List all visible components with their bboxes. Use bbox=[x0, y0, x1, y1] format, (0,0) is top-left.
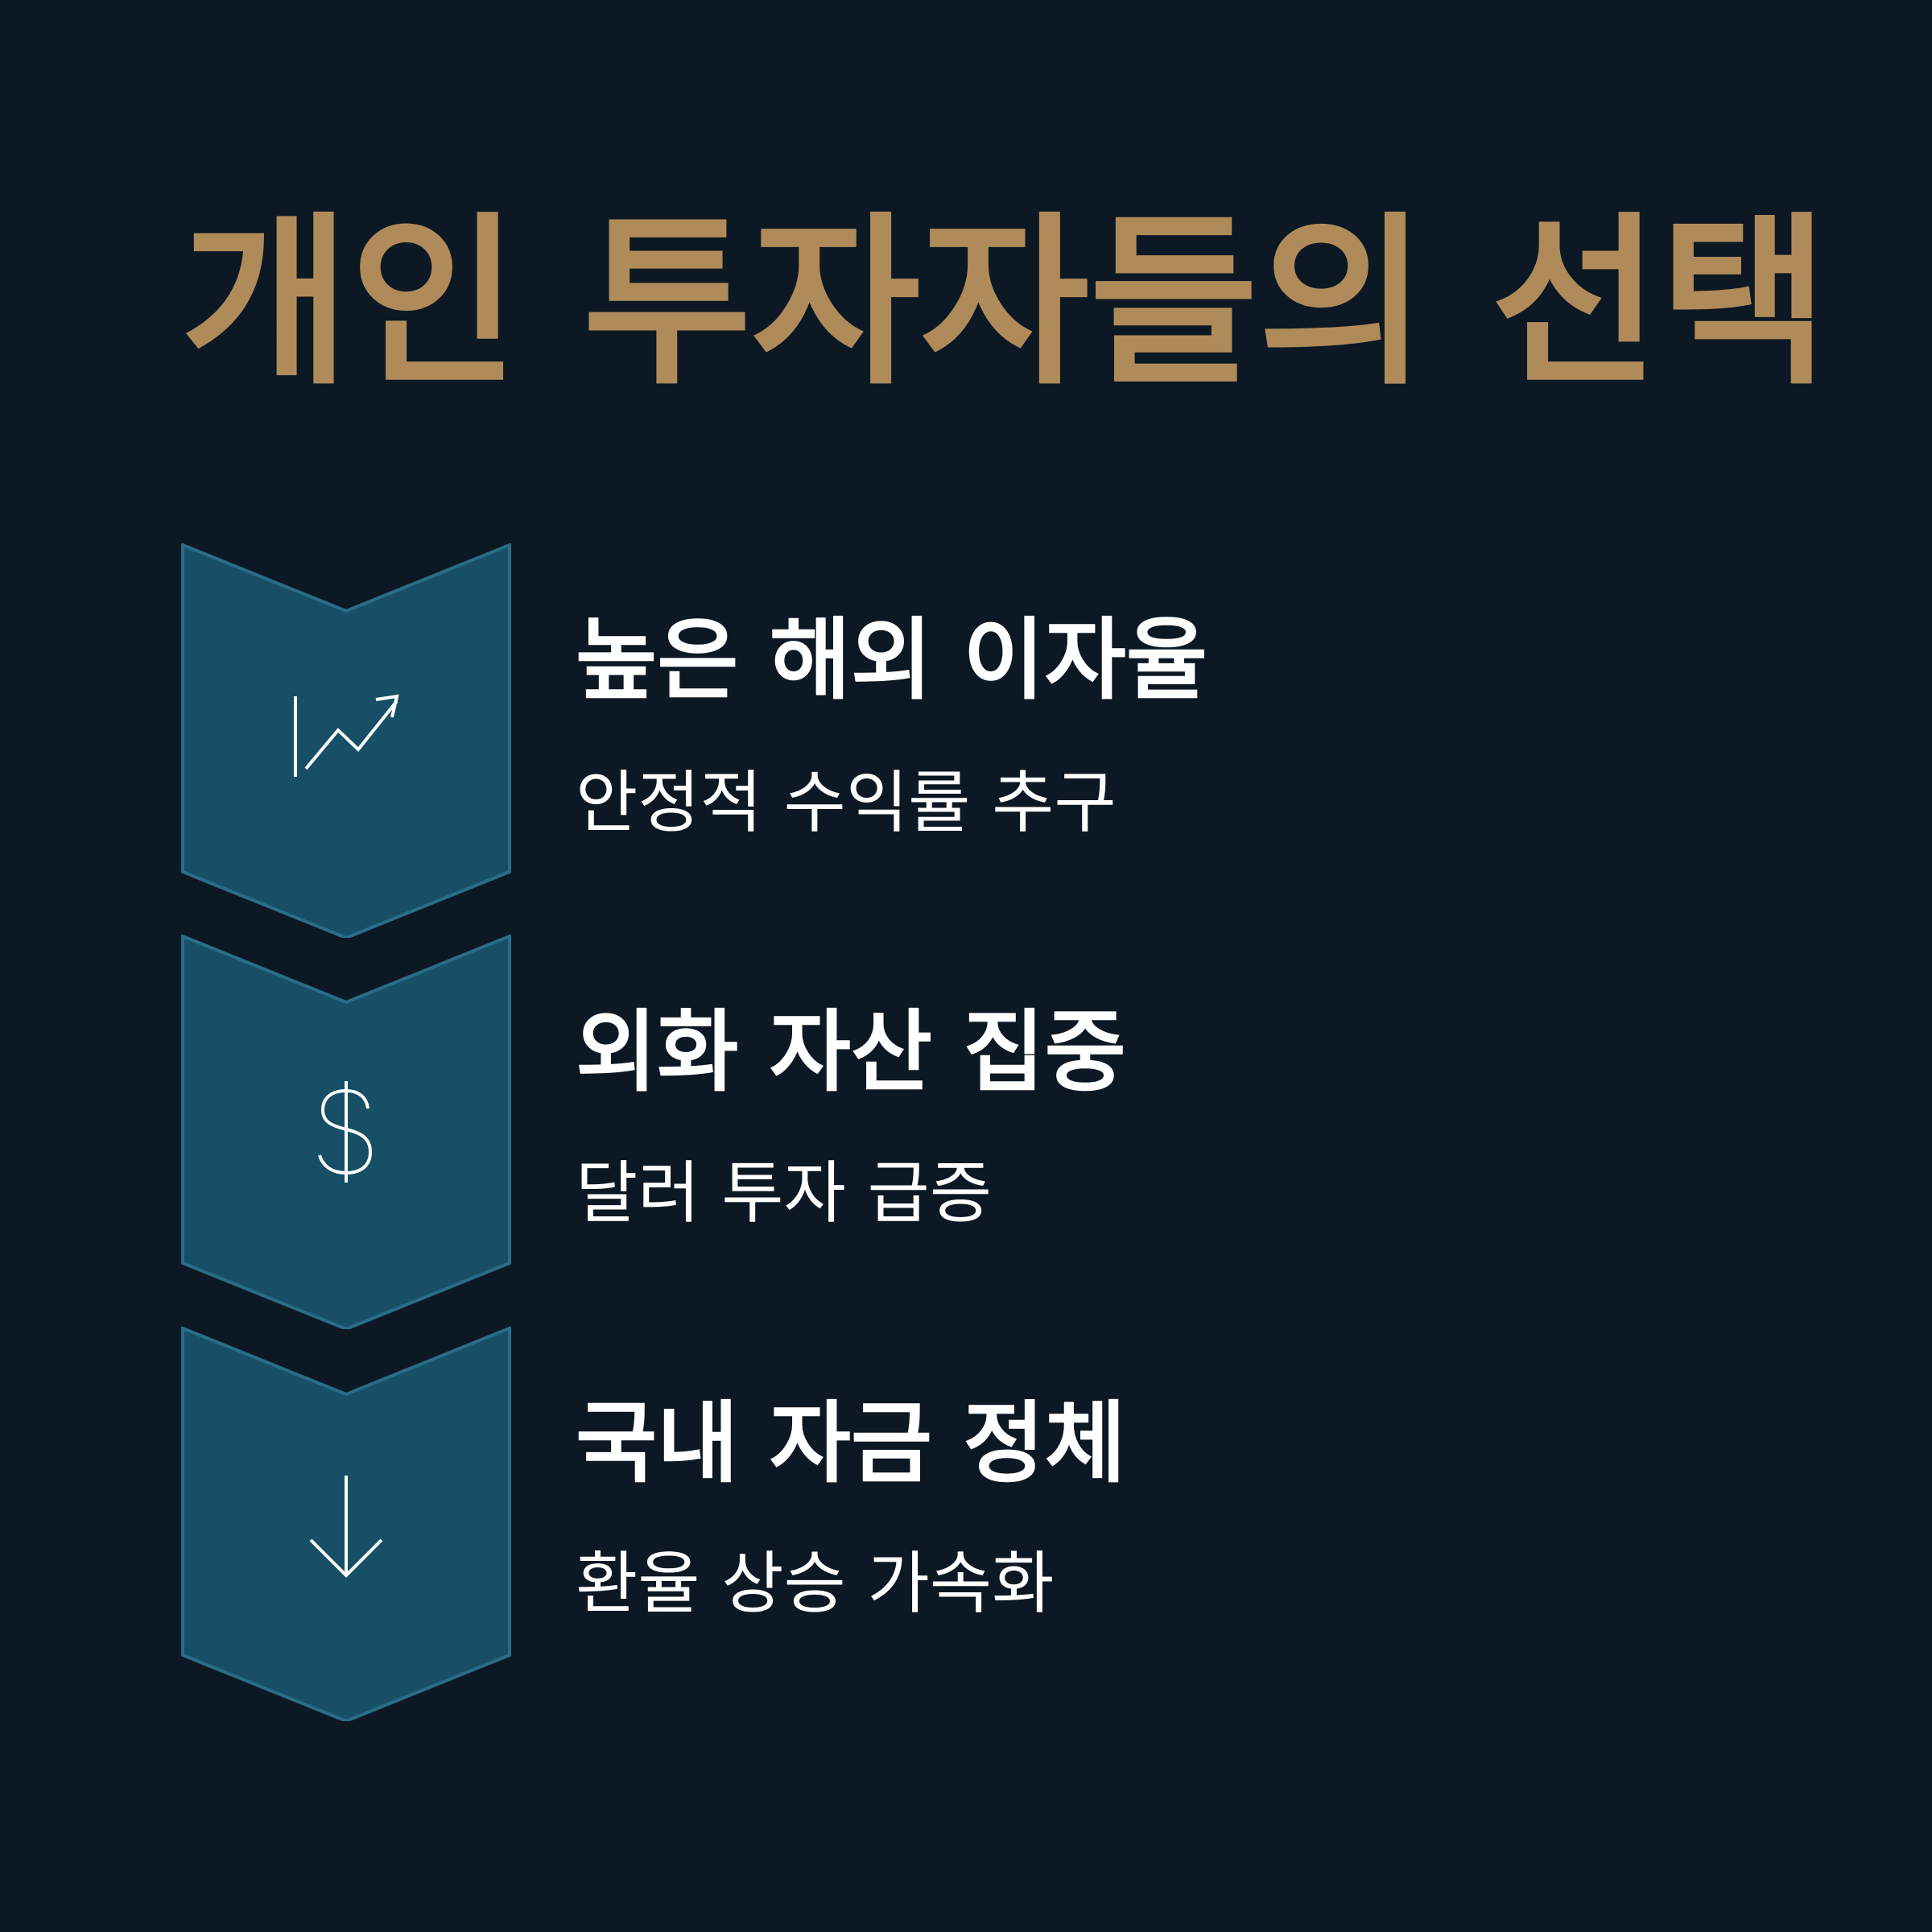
step-3-subtitle: 환율 상승 가속화 bbox=[576, 1544, 1055, 1623]
step-2-subtitle: 달러 투자 급증 bbox=[576, 1154, 993, 1232]
arrow-down-icon bbox=[309, 1476, 383, 1578]
dollar-sign-icon bbox=[318, 1081, 373, 1183]
page-title: 개인 투자자들의 선택 bbox=[181, 196, 1829, 410]
trending-up-chart-icon bbox=[294, 694, 399, 777]
step-1-chevron bbox=[181, 543, 511, 938]
step-2-title: 외화 자산 집중 bbox=[576, 1001, 1126, 1104]
step-1-title: 높은 해외 이자율 bbox=[576, 609, 1208, 712]
step-3-title: 국내 자금 정체 bbox=[576, 1392, 1126, 1495]
step-1-subtitle: 안정적 수익률 추구 bbox=[576, 763, 1117, 842]
